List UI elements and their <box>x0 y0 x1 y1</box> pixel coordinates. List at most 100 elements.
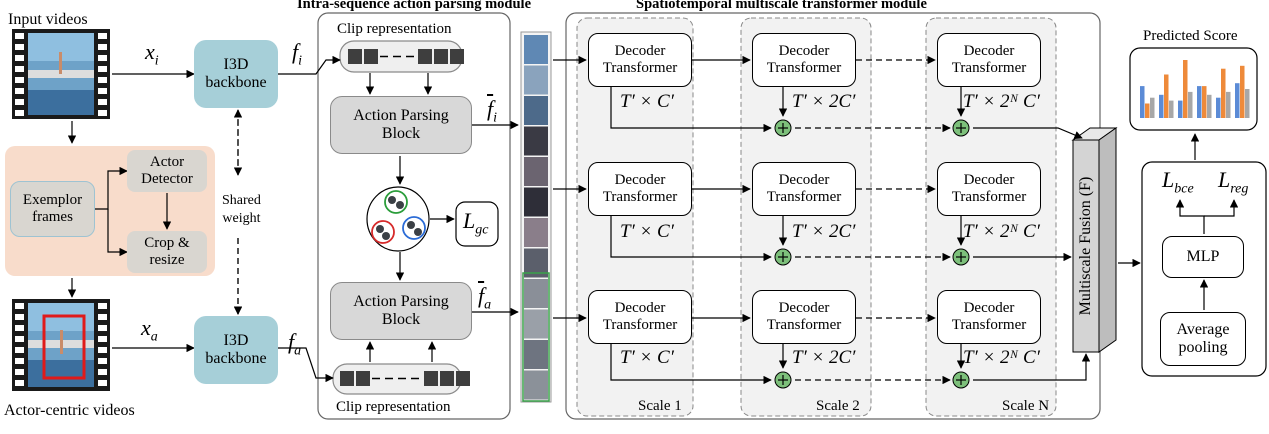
score-bar <box>1221 68 1226 118</box>
clip-block <box>340 371 354 386</box>
decoder-label-line2: Transformer <box>951 60 1027 76</box>
frame-tile <box>524 96 548 125</box>
decoder-label-line1: Decoder <box>614 42 666 59</box>
arrow-mlp-bce <box>1175 199 1205 234</box>
film-sprocket <box>98 88 107 94</box>
score-bar <box>1169 100 1174 118</box>
score-bar <box>1216 97 1221 118</box>
clip-representation-top-label: Clip representation <box>337 21 452 37</box>
film-sprocket <box>98 55 107 61</box>
film-sprocket <box>15 369 24 375</box>
mlp-box: MLP <box>1162 236 1244 278</box>
score-bar <box>1202 86 1207 118</box>
frame-tile <box>524 65 548 95</box>
clip-representation-bottom-label: Clip representation <box>336 399 451 415</box>
clip-block <box>418 49 432 64</box>
film-sprocket <box>15 44 24 50</box>
decoder-label-line2: Transformer <box>766 317 842 333</box>
film-sprocket <box>15 55 24 61</box>
dimension-label-r2-s3: T′ × 2ᴺ C′ <box>963 221 1040 242</box>
label-f-i: fi <box>292 39 303 69</box>
frame-tile <box>524 157 548 186</box>
label-loss-bce: Lbce <box>1162 167 1194 197</box>
parsing-module-panel <box>317 12 511 420</box>
film-sprocket <box>15 358 24 364</box>
label-f-a: fa <box>288 329 302 359</box>
actor-video-thumbnail <box>12 299 110 391</box>
film-sprocket <box>15 77 24 83</box>
film-sprocket <box>98 66 107 72</box>
decoder-label-line2: Transformer <box>766 60 842 76</box>
film-sprocket <box>15 99 24 105</box>
decoder-label-line1: Decoder <box>614 171 666 188</box>
decoder-label-line1: Decoder <box>963 299 1015 316</box>
film-sprocket <box>15 33 24 39</box>
score-bar <box>1178 100 1183 118</box>
actor-videos-title: Actor-centric videos <box>4 402 135 419</box>
film-sprocket <box>98 347 107 353</box>
dimension-label-r3-s3: T′ × 2ᴺ C′ <box>963 347 1040 368</box>
decoder-label-line1: Decoder <box>778 42 830 59</box>
score-bar <box>1183 60 1188 118</box>
frame-tile <box>524 279 548 308</box>
score-bar <box>1207 94 1212 118</box>
frame-tile <box>524 35 548 64</box>
dimension-label-r1-s1: T′ × C′ <box>620 91 674 112</box>
scale-n-label: Scale N <box>1002 398 1050 414</box>
decoder-label-line2: Transformer <box>602 60 678 76</box>
score-bar <box>1226 91 1231 118</box>
clip-block <box>424 371 438 386</box>
dimension-label-r1-s2: T′ × 2C′ <box>792 91 856 112</box>
clip-block <box>456 371 470 386</box>
skip-connection <box>610 344 772 385</box>
film-sprocket <box>98 380 107 386</box>
frame-tile <box>524 340 548 369</box>
multiscale-fusion-label: Multiscale Fusion (F) <box>1077 176 1095 316</box>
arrow-row1-fusion <box>973 127 1083 139</box>
label-x-i: xi <box>145 39 159 69</box>
skip-connection <box>610 87 772 133</box>
score-bar <box>1164 74 1169 118</box>
input-videos-title: Input videos <box>8 11 88 28</box>
decoder-label-line2: Transformer <box>602 317 678 333</box>
dimension-label-r2-s1: T′ × C′ <box>620 221 674 242</box>
clip-block <box>348 49 362 64</box>
decoder-label-line1: Decoder <box>614 299 666 316</box>
film-sprocket <box>98 325 107 331</box>
arrow-mlp-reg <box>1204 199 1239 217</box>
arrow-fi <box>278 55 341 75</box>
frame-tile <box>524 370 548 400</box>
multiscale-fusion-bar <box>1071 127 1118 353</box>
clip-block <box>356 371 370 386</box>
label-x-a: xa <box>141 315 158 345</box>
label-fbar-i: fi <box>487 96 498 126</box>
film-sprocket <box>15 336 24 342</box>
film-sprocket <box>15 110 24 116</box>
film-sprocket <box>98 358 107 364</box>
clip-block <box>450 49 464 64</box>
score-bar <box>1150 97 1155 118</box>
input-video-thumbnail <box>12 29 110 119</box>
film-sprocket <box>15 380 24 386</box>
dimension-label-r1-s3: T′ × 2ᴺ C′ <box>963 91 1040 112</box>
dimension-label-r3-s1: T′ × C′ <box>620 347 674 368</box>
score-bar <box>1140 86 1145 118</box>
decoder-label-line1: Decoder <box>778 299 830 316</box>
scale-2-label: Scale 2 <box>816 398 860 414</box>
decoder-label-line2: Transformer <box>951 189 1027 205</box>
label-loss-gc: Lgc <box>463 208 489 238</box>
